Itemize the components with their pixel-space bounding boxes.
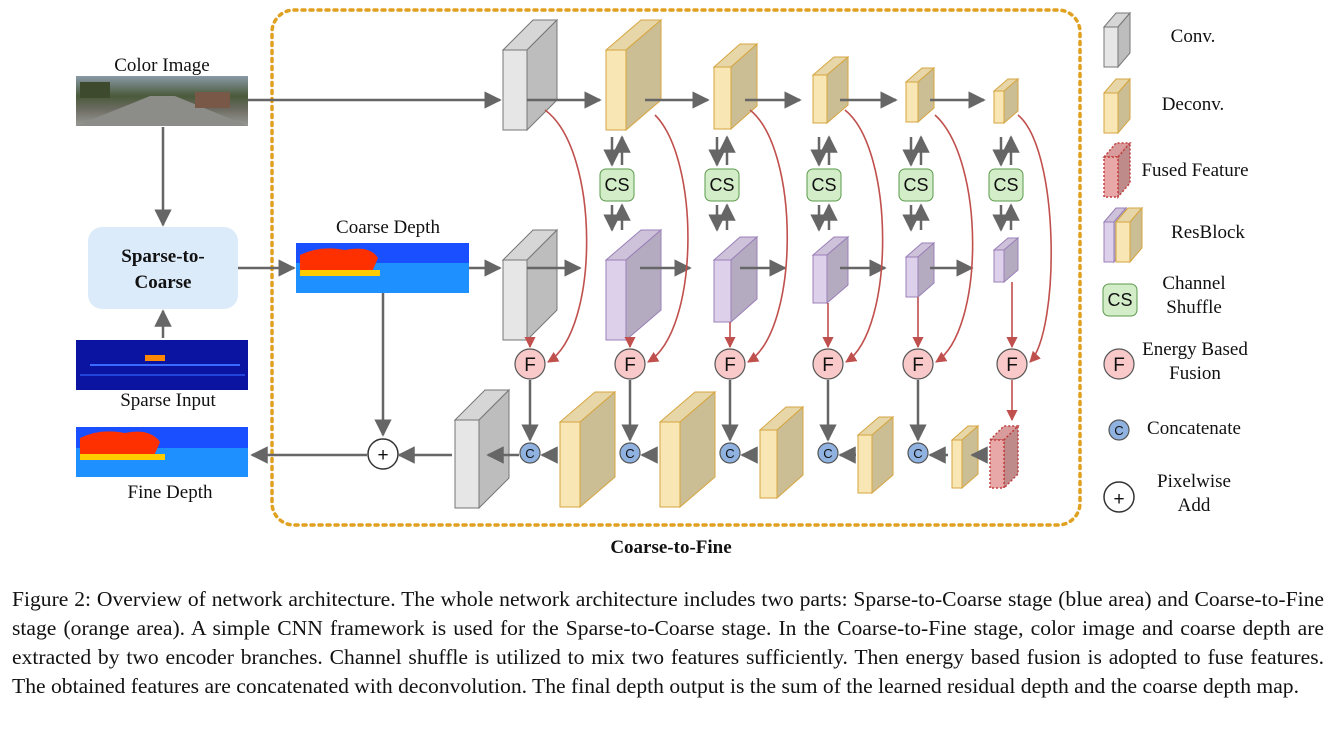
channel-shuffle-3: CS xyxy=(806,168,842,202)
fusion-node-6: F xyxy=(996,348,1028,380)
red-curve-6 xyxy=(1017,114,1052,363)
legend-resblock-label: ResBlock xyxy=(1171,222,1245,243)
deconv-block-bottom-3 xyxy=(758,405,805,500)
svg-text:+: + xyxy=(377,445,388,466)
coarse-to-fine-label: Coarse-to-Fine xyxy=(610,537,731,558)
deconv-block-bottom-4 xyxy=(856,415,895,495)
color-image-label: Color Image xyxy=(114,55,210,76)
svg-text:F: F xyxy=(524,355,536,376)
fine-depth-label: Fine Depth xyxy=(128,482,213,503)
fusion-node-1: F xyxy=(514,348,546,380)
svg-text:F: F xyxy=(724,355,736,376)
fusion-node-3: F xyxy=(714,348,746,380)
legend-resblock-swatch-front xyxy=(1114,206,1144,264)
legend-deconv-swatch xyxy=(1102,77,1132,135)
sparse-to-coarse-label-2: Coarse xyxy=(135,272,192,293)
conv-block-mid xyxy=(501,228,559,342)
legend-add-label-2: Add xyxy=(1178,495,1211,516)
fusion-node-5: F xyxy=(902,348,934,380)
deconv-block-bottom-2 xyxy=(658,390,717,509)
color-image xyxy=(76,76,248,126)
legend-deconv-label: Deconv. xyxy=(1162,94,1225,115)
deconv-block-top-4 xyxy=(904,66,936,124)
sparse-to-coarse-box xyxy=(88,227,238,309)
figure-caption: Figure 2: Overview of network architectu… xyxy=(12,587,1324,698)
legend-fused-label: Fused Feature xyxy=(1141,160,1248,181)
svg-text:F: F xyxy=(822,355,834,376)
svg-text:C: C xyxy=(823,446,832,461)
deconv-block-top-2 xyxy=(712,42,759,131)
svg-text:C: C xyxy=(1114,423,1123,438)
deconv-block-top-5 xyxy=(992,77,1020,125)
legend-cs-swatch: CS xyxy=(1102,283,1138,317)
legend-cs-label-1: Channel xyxy=(1162,273,1225,294)
svg-text:CS: CS xyxy=(811,175,836,195)
legend-add-label-1: Pixelwise xyxy=(1157,471,1231,492)
concat-node-1: C xyxy=(519,442,541,464)
conv-block-top xyxy=(501,18,559,132)
channel-shuffle-5: CS xyxy=(988,168,1024,202)
legend-conv-swatch xyxy=(1102,11,1132,69)
red-curve-5 xyxy=(934,114,974,363)
svg-text:CS: CS xyxy=(604,175,629,195)
svg-text:F: F xyxy=(1113,355,1125,376)
svg-text:C: C xyxy=(525,446,534,461)
concat-node-2: C xyxy=(619,442,641,464)
concat-node-3: C xyxy=(719,442,741,464)
resblock-mid-4 xyxy=(904,241,936,299)
architecture-diagram: Color Image Sparse-to- Coarse Sparse Inp… xyxy=(76,8,1249,558)
deconv-block-bottom-1 xyxy=(558,390,617,509)
fused-feature-block xyxy=(988,424,1020,490)
fusion-node-4: F xyxy=(812,348,844,380)
red-curve-3 xyxy=(747,109,789,363)
legend-concat-swatch: C xyxy=(1108,419,1130,441)
pixelwise-add-node: + xyxy=(367,438,399,470)
concat-node-4: C xyxy=(817,442,839,464)
fine-depth-image xyxy=(76,427,248,477)
svg-text:CS: CS xyxy=(1107,290,1132,310)
red-curve-1 xyxy=(544,109,588,363)
red-curve-4 xyxy=(844,109,884,363)
legend-fused-swatch xyxy=(1102,140,1132,200)
svg-text:C: C xyxy=(725,446,734,461)
svg-text:C: C xyxy=(913,446,922,461)
channel-shuffle-1: CS xyxy=(599,168,635,202)
svg-text:CS: CS xyxy=(709,175,734,195)
resblock-mid-2 xyxy=(712,235,759,324)
coarse-depth-label: Coarse Depth xyxy=(336,217,440,238)
resblock-mid-3 xyxy=(811,235,850,305)
channel-shuffle-4: CS xyxy=(898,168,934,202)
channel-shuffle-2: CS xyxy=(704,168,740,202)
deconv-block-bottom-5 xyxy=(950,424,980,490)
svg-text:F: F xyxy=(912,355,924,376)
svg-text:C: C xyxy=(625,446,634,461)
legend-cs-label-2: Shuffle xyxy=(1166,297,1222,318)
legend-add-swatch: + xyxy=(1103,481,1135,513)
legend-fusion-swatch: F xyxy=(1103,348,1135,380)
svg-text:F: F xyxy=(624,355,636,376)
resblock-mid-1 xyxy=(604,228,663,342)
sparse-to-coarse-label-1: Sparse-to- xyxy=(121,246,204,267)
svg-text:F: F xyxy=(1006,355,1018,376)
legend-fusion-label-1: Energy Based xyxy=(1142,339,1248,360)
deconv-block-top-3 xyxy=(811,55,850,125)
legend-concat-label: Concatenate xyxy=(1147,418,1241,439)
deconv-block-top-1 xyxy=(604,18,663,132)
legend-fusion-label-2: Fusion xyxy=(1169,363,1221,384)
fusion-node-2: F xyxy=(614,348,646,380)
red-curve-2 xyxy=(647,114,689,363)
svg-text:+: + xyxy=(1113,489,1124,510)
resblock-mid-5 xyxy=(992,236,1020,284)
conv-block-bottom xyxy=(453,388,511,510)
sparse-input-label: Sparse Input xyxy=(120,390,216,411)
coarse-depth-image xyxy=(296,243,469,293)
svg-text:CS: CS xyxy=(903,175,928,195)
concat-node-5: C xyxy=(907,442,929,464)
legend-conv-label: Conv. xyxy=(1171,26,1216,47)
sparse-input-image xyxy=(76,340,248,390)
svg-text:CS: CS xyxy=(993,175,1018,195)
